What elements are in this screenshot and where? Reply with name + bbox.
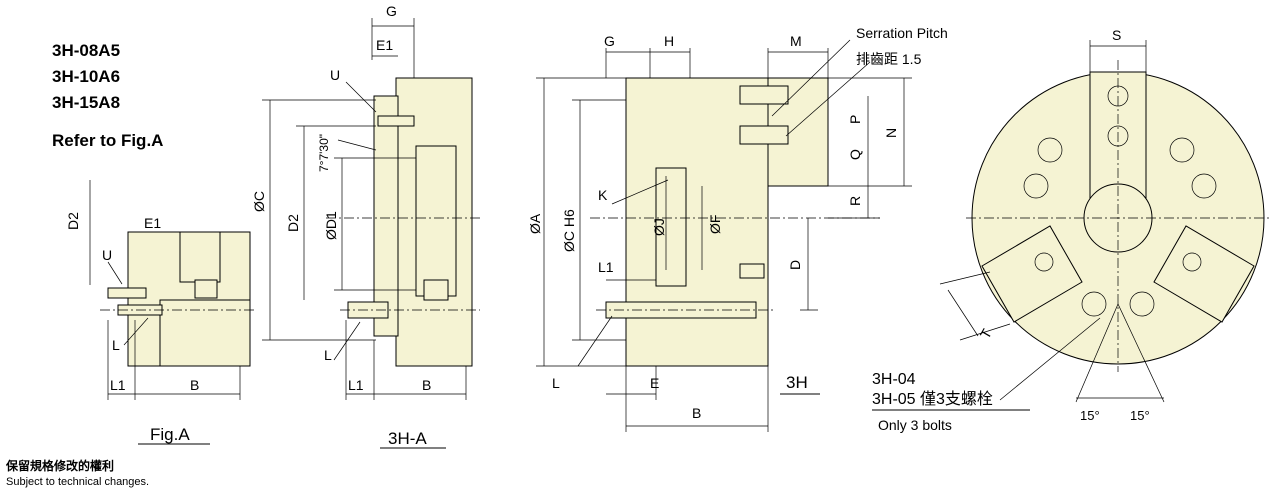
- fig-3ha-label-d1: ØD1: [323, 211, 339, 240]
- front-label-angle-right: 15°: [1130, 408, 1150, 423]
- footer-notice-cn: 保留規格修改的權利: [5, 458, 114, 473]
- fig-3h-label-l: L: [552, 375, 560, 391]
- front-view-drawing: [939, 40, 1272, 403]
- fig-3h-label-n: N: [883, 128, 899, 138]
- fig-a-jaw: [179, 231, 221, 283]
- front-label-angle-left: 15°: [1080, 408, 1100, 423]
- fig-3ha-caption: 3H-A: [388, 429, 427, 448]
- fig-3ha-label-l: L: [324, 347, 332, 363]
- fig-a-drawing: [89, 180, 255, 400]
- fig-3h-label-a: ØA: [527, 213, 543, 234]
- fig-3h-label-e: E: [650, 375, 659, 391]
- face-bolt-4: [1191, 173, 1217, 199]
- front-label-t: T: [977, 326, 995, 342]
- fig-a-label-u: U: [102, 247, 112, 263]
- face-bolt-5: [1081, 291, 1107, 317]
- fig-a-label-b: B: [190, 377, 199, 393]
- front-note-line3: Only 3 bolts: [878, 417, 952, 433]
- footer-notice-en: Subject to technical changes.: [6, 476, 149, 488]
- fig-a-label-e1: E1: [144, 215, 161, 231]
- fig-3ha-label-u: U: [330, 67, 340, 83]
- serration-pitch-cn-label: 排齒距 1.5: [856, 51, 922, 67]
- fig-3h-label-d: D: [787, 260, 803, 270]
- fig-3h-serration-top: [739, 85, 789, 105]
- model-label-1: 3H-08A5: [52, 41, 120, 60]
- fig-3h-label-m: M: [790, 33, 802, 49]
- front-label-s: S: [1112, 27, 1121, 43]
- model-label-3: 3H-15A8: [52, 93, 120, 112]
- fig-3h-label-p: P: [847, 115, 863, 124]
- model-label-2: 3H-10A6: [52, 67, 120, 86]
- fig-3ha-label-b: B: [422, 377, 431, 393]
- fig-3ha-label-c: ØC: [251, 191, 267, 212]
- fig-3h-label-g: G: [604, 33, 615, 49]
- fig-3ha-screw: [423, 279, 449, 301]
- serration-pitch-label: Serration Pitch: [856, 25, 948, 41]
- fig-3ha-bolt-top: [377, 115, 415, 127]
- fig-a-bolt-top: [107, 287, 147, 299]
- jaw-bolt-3: [1034, 252, 1054, 272]
- fig-3h-label-h: H: [664, 33, 674, 49]
- fig-a-screw-head: [194, 279, 218, 299]
- fig-3ha-label-angle: 7°7'30": [317, 134, 331, 172]
- fig-3ha-flange: [373, 95, 399, 337]
- fig-3h-label-b: B: [692, 405, 701, 421]
- fig-3h-label-l1: L1: [598, 259, 614, 275]
- face-bolt-2: [1023, 173, 1049, 199]
- fig-3ha-label-d2: D2: [285, 214, 301, 232]
- fig-a-label-d2: D2: [65, 212, 81, 230]
- fig-a-caption: Fig.A: [150, 425, 190, 444]
- fig-3ha-label-e1: E1: [376, 37, 393, 53]
- fig-3h-label-f: ØF: [707, 215, 723, 234]
- front-jaw-right: [1153, 225, 1255, 323]
- front-note-line2: 3H-05 僅3支螺栓: [872, 390, 993, 408]
- face-bolt-1: [1037, 137, 1063, 163]
- refer-text: Refer to Fig.A: [52, 131, 163, 150]
- fig-3h-drawing: [536, 39, 912, 432]
- fig-a-label-l: L: [112, 337, 120, 353]
- front-note-line1: 3H-04: [872, 371, 916, 388]
- fig-3h-label-q: Q: [847, 149, 863, 160]
- fig-3h-label-j: ØJ: [651, 218, 667, 236]
- fig-3h-label-k: K: [598, 187, 608, 203]
- jaw-bolt-4: [1182, 252, 1202, 272]
- front-jaw-left: [981, 225, 1083, 323]
- fig-3ha-label-g: G: [386, 3, 397, 19]
- fig-3h-body: [625, 77, 769, 367]
- fig-3ha-jaw: [415, 145, 457, 297]
- fig-3h-serration-bottom: [739, 125, 789, 145]
- fig-a-lower-body: [159, 299, 251, 367]
- fig-3ha-label-l1: L1: [348, 377, 364, 393]
- face-bolt-6: [1129, 291, 1155, 317]
- fig-3h-label-r: R: [847, 196, 863, 206]
- fig-3h-jaw: [655, 167, 687, 287]
- fig-a-label-l1: L1: [110, 377, 126, 393]
- face-bolt-3: [1169, 137, 1195, 163]
- fig-3h-label-c-h6: ØC H6: [561, 209, 577, 252]
- fig-3h-screw: [739, 263, 765, 279]
- fig-3h-caption: 3H: [786, 373, 808, 392]
- fig-3ha-drawing: [262, 18, 480, 400]
